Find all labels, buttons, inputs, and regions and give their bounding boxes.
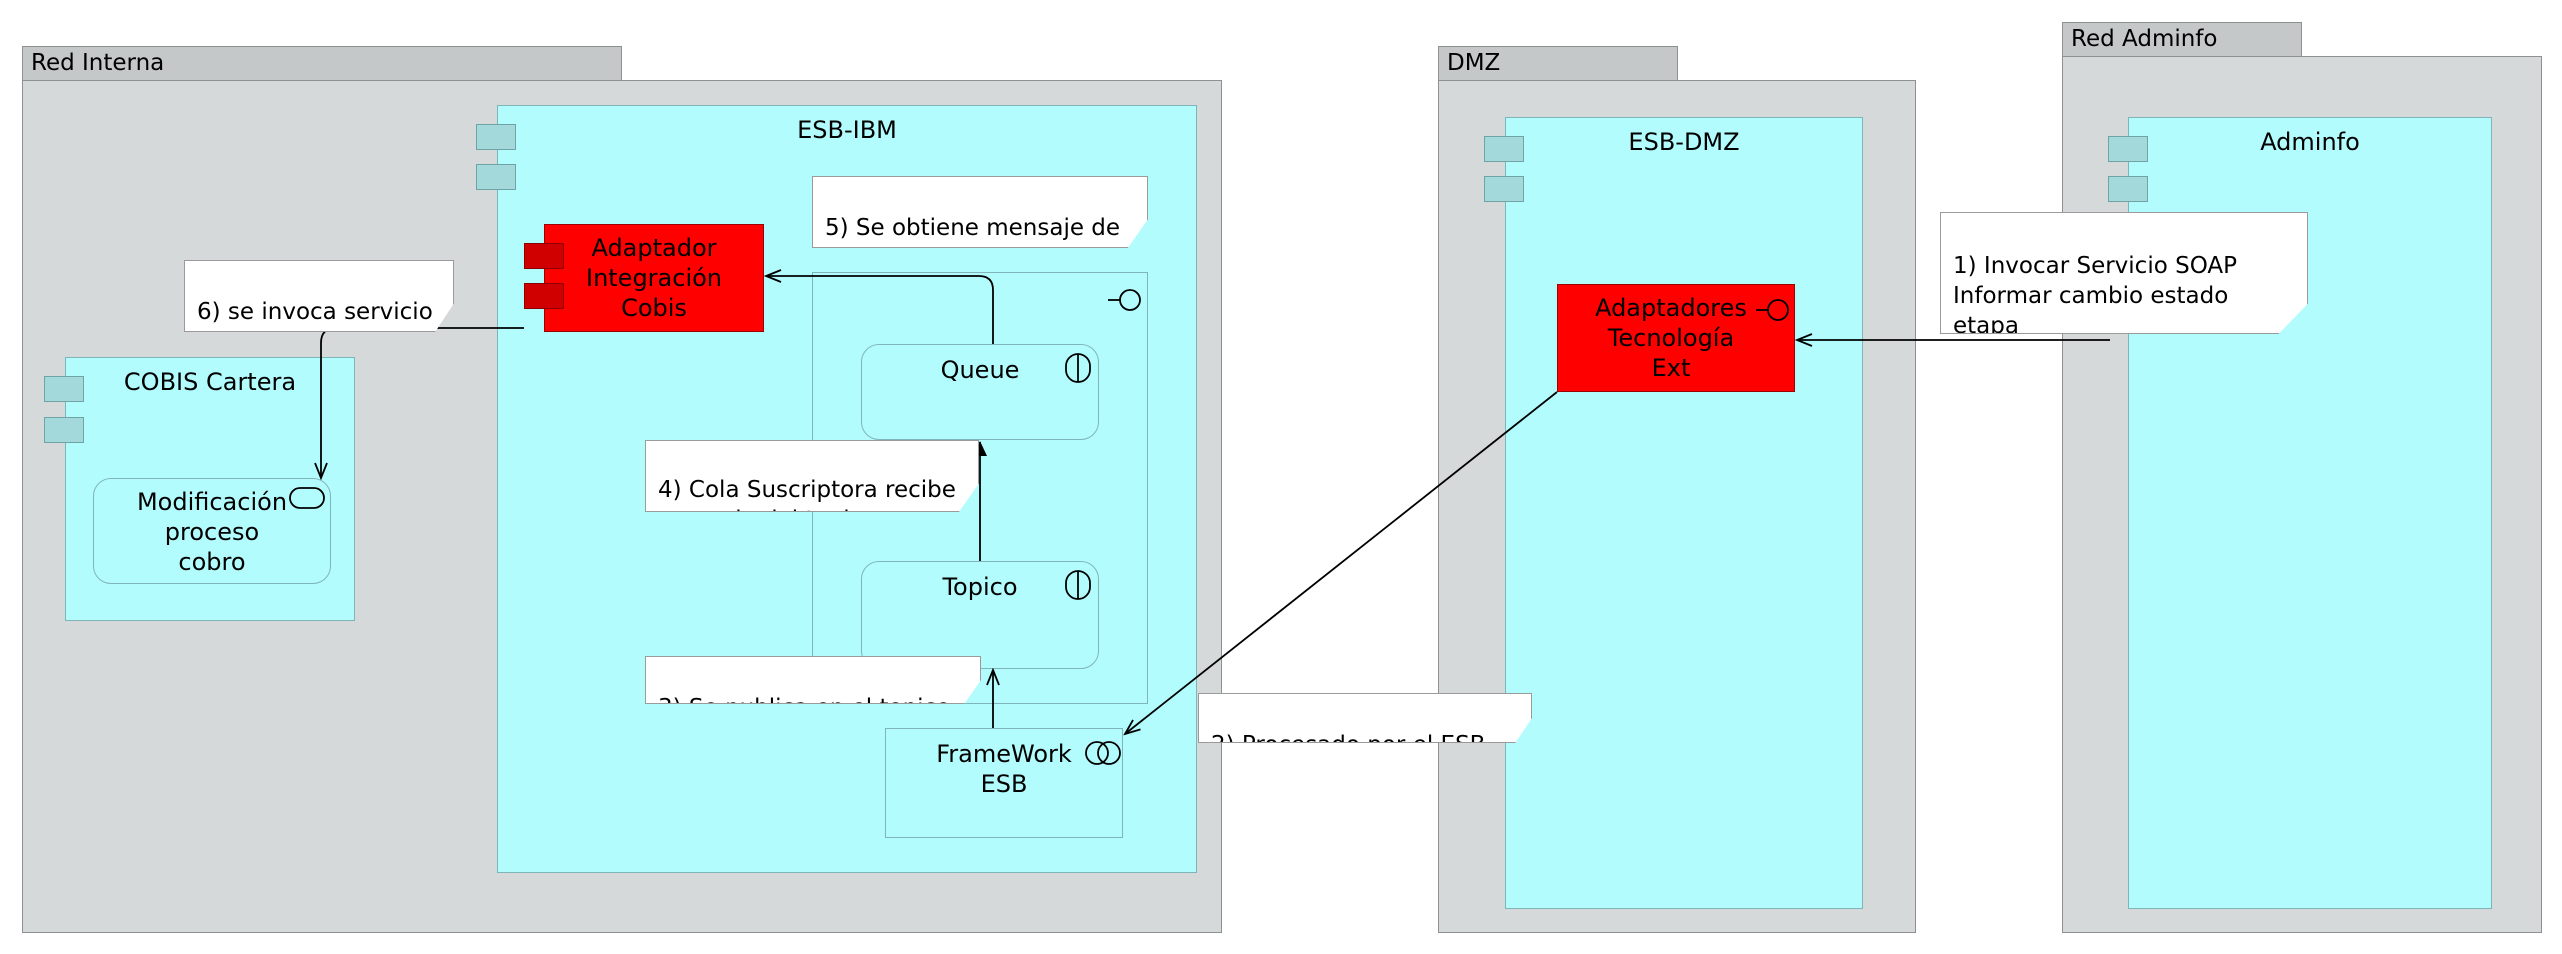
- component-label: Adaptador Integración Cobis: [585, 234, 723, 322]
- note-text: 3) Se publica en el topico: [658, 695, 950, 703]
- service-modificacion-proceso-cobro[interactable]: Modificación proceso cobro: [93, 478, 331, 584]
- note-4-cola-suscriptora[interactable]: 4) Cola Suscriptora recibe mensaje del t…: [645, 440, 979, 512]
- group-label-dmz: DMZ: [1447, 50, 1501, 76]
- node-title-adminfo: Adminfo: [2260, 128, 2360, 156]
- node-icon: [476, 164, 516, 190]
- node-title-cobis-cartera: COBIS Cartera: [123, 368, 297, 396]
- group-label-red-interna: Red Interna: [31, 50, 165, 76]
- node-icon: [44, 417, 84, 443]
- service-queue[interactable]: Queue: [861, 344, 1099, 440]
- note-5-se-obtiene-mensaje[interactable]: 5) Se obtiene mensaje de la cola.: [812, 176, 1148, 248]
- component-label: Adaptadores Tecnología Ext: [1595, 294, 1747, 382]
- component-adaptador-integracion-cobis[interactable]: Adaptador Integración Cobis: [544, 224, 764, 332]
- note-1-invocar-servicio-soap[interactable]: 1) Invocar Servicio SOAP Informar cambio…: [1940, 212, 2308, 334]
- node-icon: [476, 124, 516, 150]
- service-label-topico: Topico: [942, 573, 1018, 601]
- node-icon: [1484, 176, 1524, 202]
- service-topico[interactable]: Topico: [861, 561, 1099, 669]
- note-6-se-invoca-servicio-cobis[interactable]: 6) se invoca servicio de cobis: [184, 260, 454, 332]
- service-framework-esb[interactable]: FrameWork ESB: [885, 728, 1123, 838]
- group-tab-red-adminfo[interactable]: Red Adminfo: [2062, 22, 2302, 56]
- group-tab-red-interna[interactable]: Red Interna: [22, 46, 622, 80]
- node-icon: [2108, 176, 2148, 202]
- note-text: 4) Cola Suscriptora recibe mensaje del t…: [658, 477, 956, 511]
- note-text: 1) Invocar Servicio SOAP Informar cambio…: [1953, 253, 2237, 334]
- node-title-esb-ibm: ESB-IBM: [797, 116, 897, 144]
- group-tab-dmz[interactable]: DMZ: [1438, 46, 1678, 80]
- node-icon: [44, 376, 84, 402]
- node-title-esb-dmz: ESB-DMZ: [1628, 128, 1740, 156]
- node-icon: [2108, 136, 2148, 162]
- component-icon: [524, 283, 564, 309]
- group-label-red-adminfo: Red Adminfo: [2071, 26, 2218, 52]
- service-label-queue: Queue: [940, 356, 1020, 384]
- node-esb-dmz[interactable]: ESB-DMZ: [1505, 117, 1863, 909]
- node-icon: [1484, 136, 1524, 162]
- note-text: 5) Se obtiene mensaje de la cola.: [825, 215, 1121, 247]
- note-text: 2) Procesado por el ESB: [1211, 732, 1485, 742]
- note-text: 6) se invoca servicio de cobis: [197, 299, 433, 331]
- note-3-se-publica-en-el-topico[interactable]: 3) Se publica en el topico: [645, 656, 981, 704]
- note-2-procesado-por-el-esb[interactable]: 2) Procesado por el ESB: [1198, 693, 1532, 743]
- service-label-modificacion-proceso-cobro: Modificación proceso cobro: [136, 488, 288, 576]
- component-adaptadores-tecnologia-ext[interactable]: Adaptadores Tecnología Ext: [1557, 284, 1795, 392]
- component-icon: [524, 243, 564, 269]
- service-label-framework-esb: FrameWork ESB: [936, 740, 1072, 798]
